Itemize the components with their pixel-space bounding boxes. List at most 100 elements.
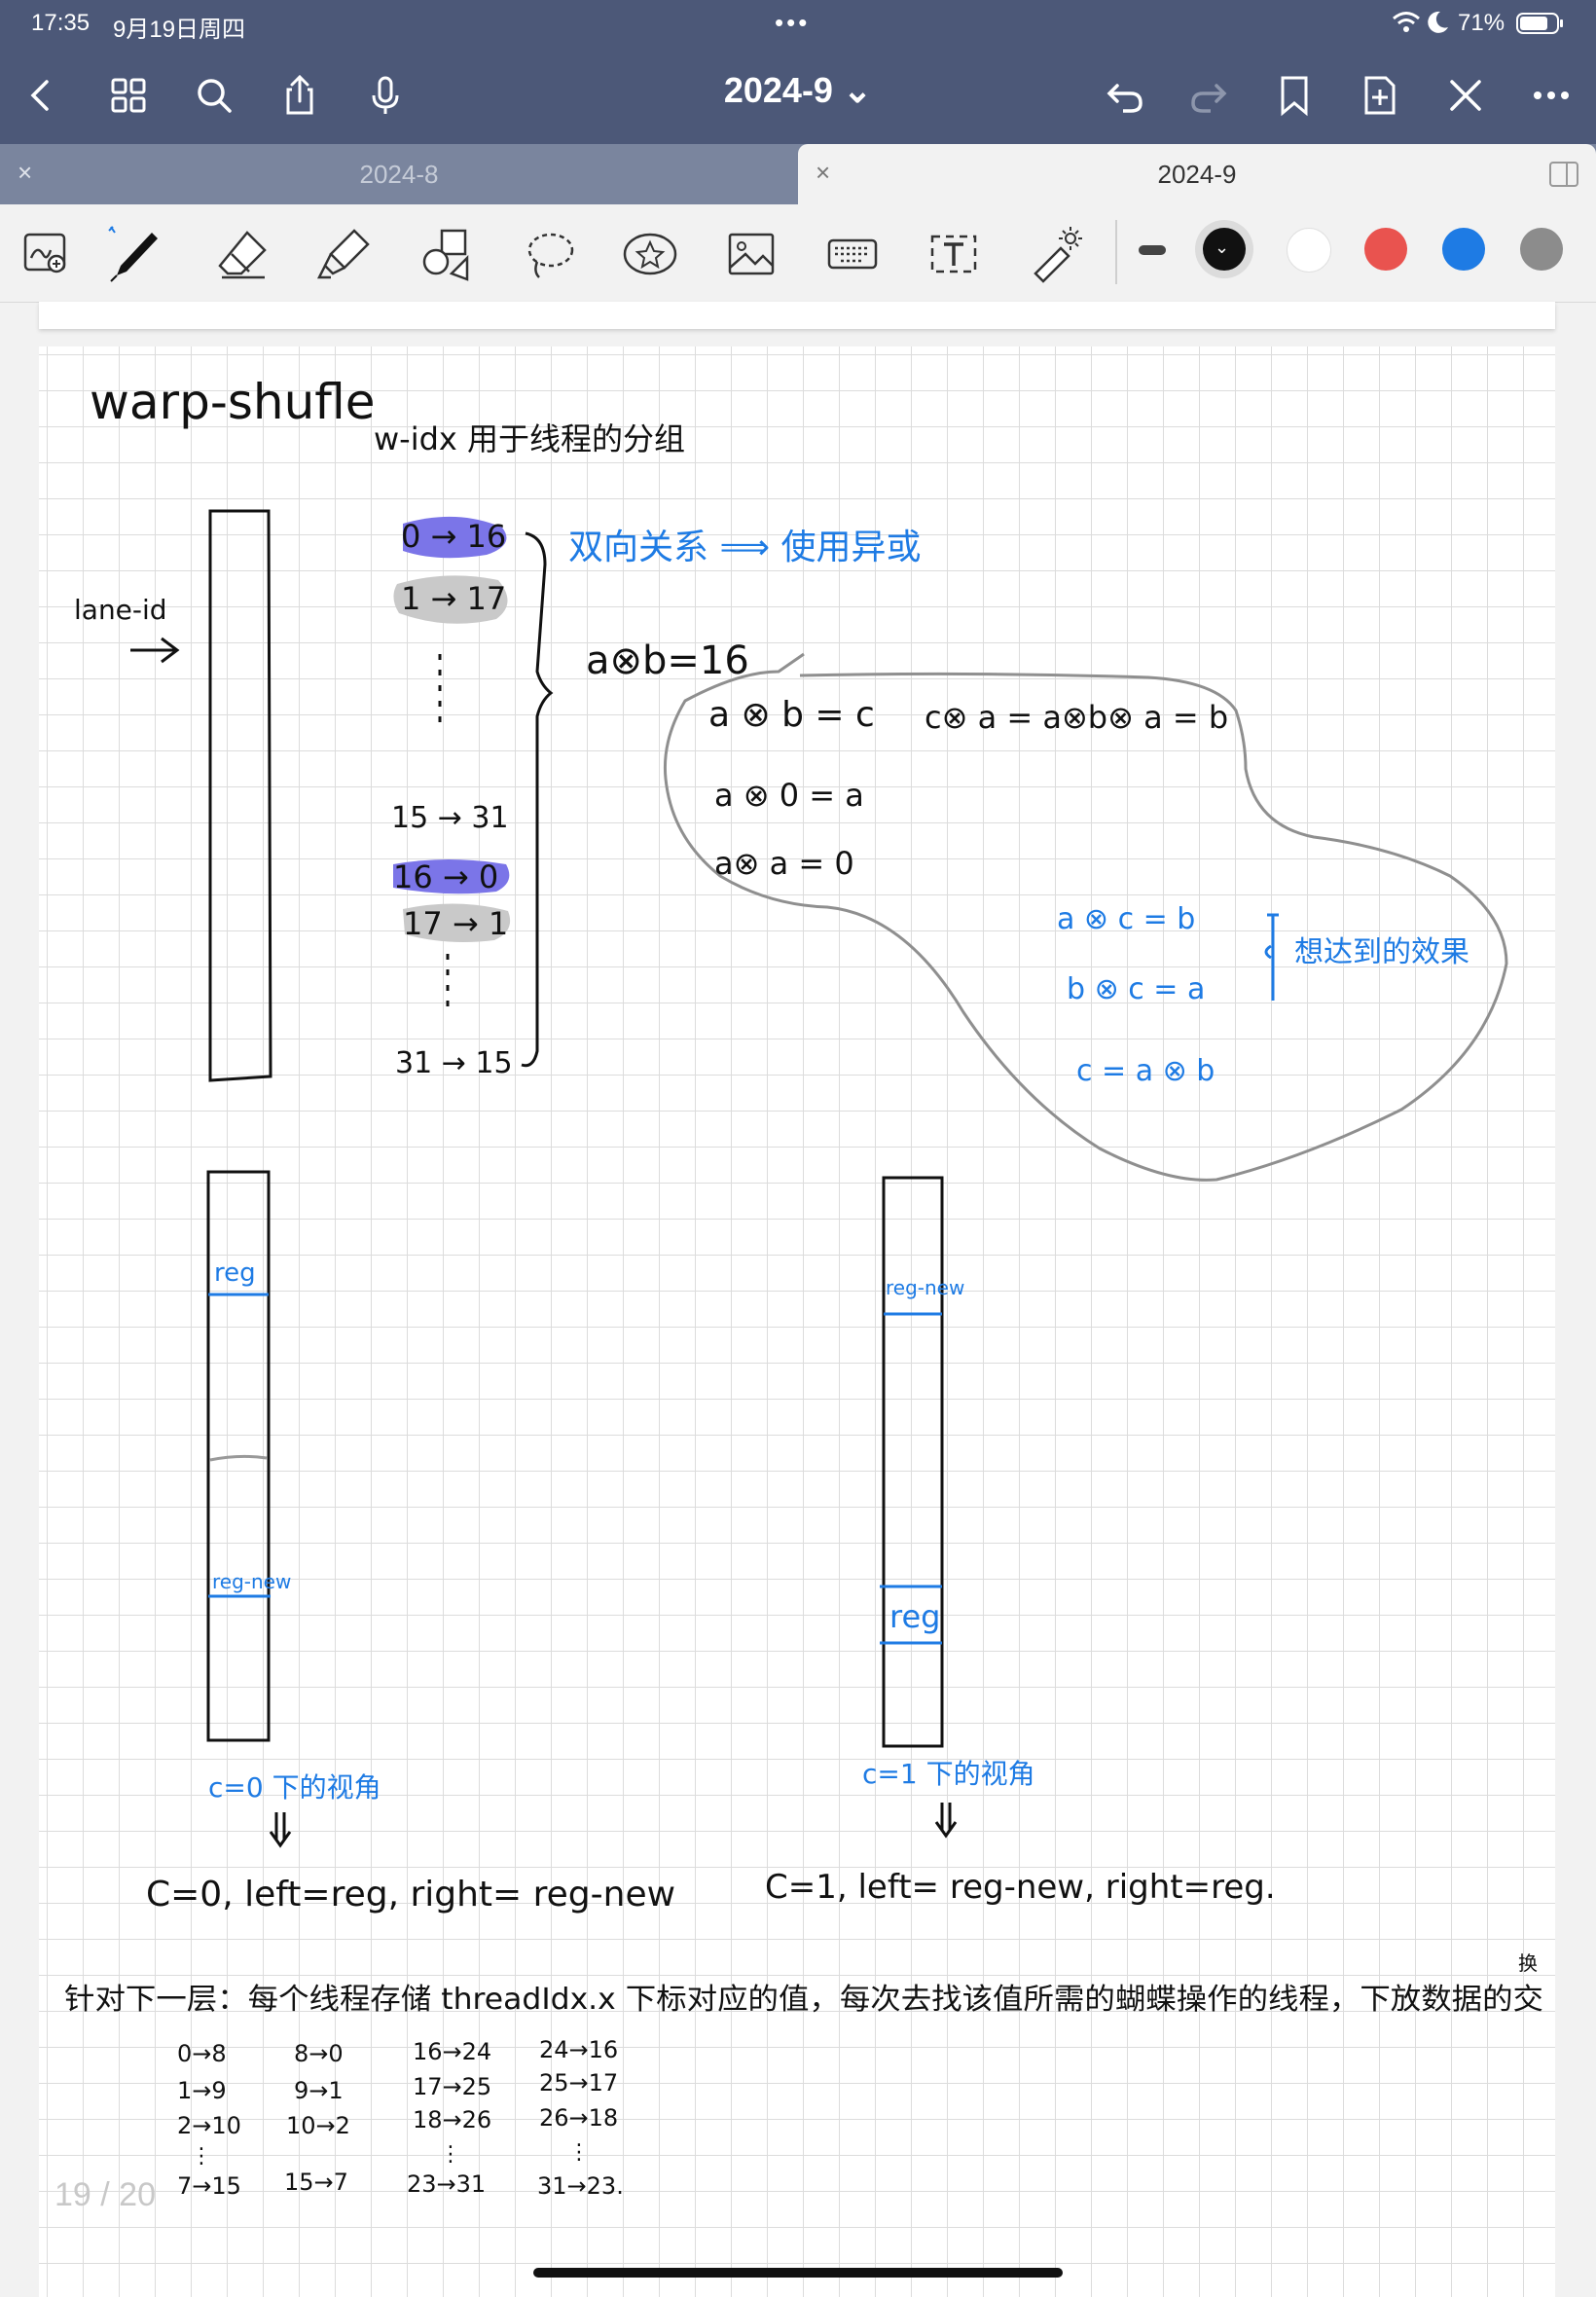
toolbar-divider — [1115, 220, 1117, 284]
highlight-purple — [403, 516, 507, 559]
bottom-corner: 换 — [1518, 1951, 1538, 1975]
color-gray[interactable] — [1520, 228, 1563, 271]
table-cell: 0→8 — [177, 2040, 227, 2067]
multitask-dots[interactable]: ••• — [775, 8, 811, 37]
map-item: 17 → 1 — [403, 905, 508, 942]
eraser-icon[interactable] — [208, 219, 278, 289]
map-item: 0 → 16 — [401, 518, 506, 555]
map-item: 16 → 0 — [393, 858, 498, 895]
note-title: warp-shufle — [90, 374, 376, 430]
cloud-outline — [663, 652, 1508, 1182]
color-blue[interactable] — [1442, 228, 1485, 271]
stroke-width-icon[interactable] — [1139, 245, 1166, 255]
wifi-icon — [1392, 10, 1421, 40]
table-cell: 25→17 — [539, 2069, 618, 2096]
reg-lines — [880, 1585, 942, 1645]
close-tab-icon[interactable]: × — [816, 158, 831, 187]
moon-icon — [1427, 10, 1450, 40]
cloud-blue-note: 想达到的效果 — [1294, 935, 1469, 969]
cloud-eq: a ⊗ 0 = a — [714, 777, 864, 814]
keyboard-icon[interactable] — [817, 219, 888, 289]
sticker-icon[interactable] — [615, 219, 685, 289]
lane-arrow — [130, 637, 180, 664]
blue-note: 双向关系 ⟹ 使用异或 — [568, 528, 922, 567]
table-cell: 10→2 — [286, 2112, 350, 2139]
split-view-icon[interactable] — [1547, 158, 1580, 198]
table-cell: 8→0 — [294, 2040, 344, 2067]
table-cell: 9→1 — [294, 2077, 344, 2104]
table-cell: ⋮ — [568, 2140, 590, 2165]
table-cell: 23→31 — [407, 2170, 486, 2198]
search-icon[interactable] — [187, 68, 241, 123]
cloud-eq-blue: c = a ⊗ b — [1076, 1054, 1215, 1088]
shapes-icon[interactable] — [413, 219, 483, 289]
battery-percent: 71% — [1458, 10, 1505, 36]
cloud-eq: c⊗ a = a⊗b⊗ a = b — [925, 699, 1228, 736]
document-title[interactable]: 2024-9 ⌄ — [723, 70, 873, 110]
reg-label: reg — [889, 1598, 940, 1635]
c0-caption: c=0 下的视角 — [208, 1771, 381, 1804]
share-icon[interactable] — [272, 68, 327, 123]
back-icon[interactable] — [14, 68, 68, 123]
table-cell: 31→23. — [537, 2172, 624, 2200]
battery-icon — [1516, 12, 1565, 40]
status-bar: 17:35 9月19日周四 ••• 71% — [0, 0, 1596, 49]
brace — [521, 531, 554, 1068]
tab-label: 2024-8 — [359, 159, 439, 189]
tab-2024-8[interactable]: × 2024-8 — [0, 144, 798, 204]
table-cell: 2→10 — [177, 2112, 241, 2139]
text-box-icon[interactable] — [919, 219, 989, 289]
reg-new-label: reg-new — [886, 1276, 964, 1299]
note-subtitle: w-idx 用于线程的分组 — [374, 420, 685, 457]
reg-new-label: reg-new — [212, 1570, 291, 1593]
color-white[interactable] — [1287, 228, 1331, 273]
bottom-note: 针对下一层：每个线程存储 threadIdx.x 下标对应的值，每次去找该值所需… — [64, 1983, 1543, 2017]
image-icon[interactable] — [716, 219, 786, 289]
tools-icon[interactable] — [1438, 68, 1493, 123]
add-page-icon[interactable] — [1353, 68, 1407, 123]
c1-line: C=1, left= reg-new, right=reg. — [765, 1868, 1276, 1907]
register-bar-right — [882, 1176, 944, 1748]
lane-bar — [208, 509, 272, 1082]
close-tab-icon[interactable]: × — [18, 158, 33, 187]
tab-2024-9[interactable]: × 2024-9 — [798, 144, 1596, 204]
zoom-window-icon[interactable] — [12, 219, 82, 289]
lasso-icon[interactable] — [514, 219, 584, 289]
more-icon[interactable] — [1524, 68, 1578, 123]
status-date: 9月19日周四 — [113, 17, 246, 43]
grid-icon[interactable] — [101, 68, 156, 123]
table-cell: 16→24 — [413, 2038, 491, 2065]
table-cell: 24→16 — [539, 2036, 618, 2063]
laser-pointer-icon[interactable] — [1020, 219, 1090, 289]
map-item: 15 → 31 — [391, 801, 509, 835]
home-indicator[interactable] — [533, 2268, 1063, 2278]
table-cell: ⋮ — [440, 2142, 461, 2167]
double-arrow-icon — [269, 1812, 292, 1848]
status-time: 17:35 — [31, 10, 91, 36]
table-cell: 17→25 — [413, 2073, 491, 2100]
cloud-eq-blue: a ⊗ c = b — [1057, 902, 1195, 936]
c1-caption: c=1 下的视角 — [862, 1758, 1035, 1790]
map-item: 31 → 15 — [395, 1046, 513, 1080]
chevron-down-icon: ⌄ — [1215, 237, 1230, 257]
blue-brace — [1264, 913, 1279, 1001]
pen-icon[interactable] — [101, 219, 171, 289]
register-bar-left — [206, 1170, 271, 1742]
highlighter-icon[interactable] — [309, 219, 380, 289]
xor-equation: a⊗b=16 — [586, 638, 749, 683]
note-page[interactable] — [39, 346, 1555, 2297]
undo-icon[interactable] — [1098, 68, 1152, 123]
color-red[interactable] — [1364, 228, 1407, 271]
cloud-eq: a⊗ a = 0 — [714, 845, 854, 882]
redo-icon[interactable] — [1181, 68, 1236, 123]
lane-label: lane-id — [74, 594, 167, 626]
cloud-eq: a ⊗ b = c — [708, 695, 875, 735]
divider-line — [209, 1454, 268, 1462]
table-cell: 1→9 — [177, 2077, 227, 2104]
page-indicator: 19 / 20 — [54, 2176, 156, 2213]
highlight-purple — [393, 859, 510, 894]
bookmark-icon[interactable] — [1267, 68, 1322, 123]
color-black[interactable] — [1203, 228, 1246, 271]
microphone-icon[interactable] — [358, 68, 413, 123]
